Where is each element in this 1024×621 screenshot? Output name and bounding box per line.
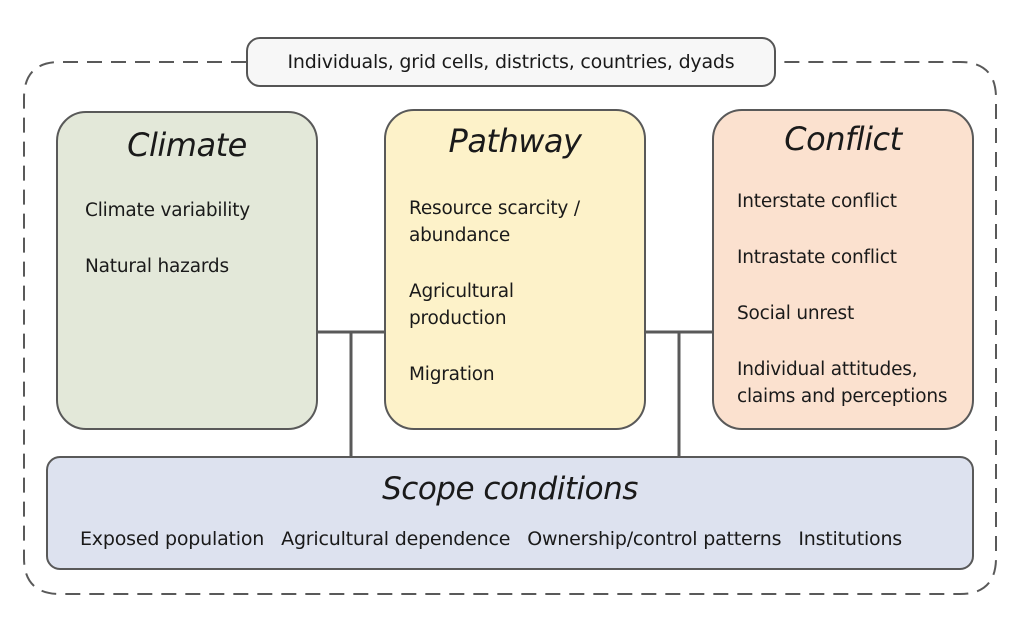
pathway-item: Agricultural production xyxy=(409,281,514,329)
pathway-box: Pathway Resource scarcity / abundance Ag… xyxy=(384,109,646,430)
scope-conditions-box: Scope conditions Exposed population Agri… xyxy=(46,456,974,570)
conflict-item: Social unrest xyxy=(737,303,855,324)
pathway-title: Pathway xyxy=(448,122,582,160)
pathway-list: Resource scarcity / abundance Agricultur… xyxy=(409,195,609,417)
scope-title: Scope conditions xyxy=(382,471,638,507)
scope-list: Exposed population Agricultural dependen… xyxy=(80,528,902,550)
scope-item: Exposed population xyxy=(80,528,265,550)
climate-item: Natural hazards xyxy=(85,256,229,277)
units-of-analysis-text: Individuals, grid cells, districts, coun… xyxy=(287,51,735,73)
conflict-item: Interstate conflict xyxy=(737,191,897,212)
conflict-title: Conflict xyxy=(784,120,902,158)
climate-title: Climate xyxy=(127,126,247,164)
climate-item: Climate variability xyxy=(85,200,251,221)
outer-dashed-frame xyxy=(23,61,997,595)
scope-item: Ownership/control patterns xyxy=(527,528,782,550)
scope-item: Institutions xyxy=(798,528,903,550)
climate-list: Climate variability Natural hazards xyxy=(85,197,250,309)
climate-box: Climate Climate variability Natural haza… xyxy=(56,111,318,430)
scope-item: Agricultural dependence xyxy=(281,528,511,550)
conflict-box: Conflict Interstate conflict Intrastate … xyxy=(712,109,974,430)
units-of-analysis-label: Individuals, grid cells, districts, coun… xyxy=(246,37,776,87)
conflict-item: Intrastate conflict xyxy=(737,247,897,268)
pathway-item: Resource scarcity / abundance xyxy=(409,198,580,246)
conflict-item: Individual attitudes, claims and percept… xyxy=(737,359,948,407)
conflict-list: Interstate conflict Intrastate conflict … xyxy=(737,188,962,439)
pathway-item: Migration xyxy=(409,364,495,385)
